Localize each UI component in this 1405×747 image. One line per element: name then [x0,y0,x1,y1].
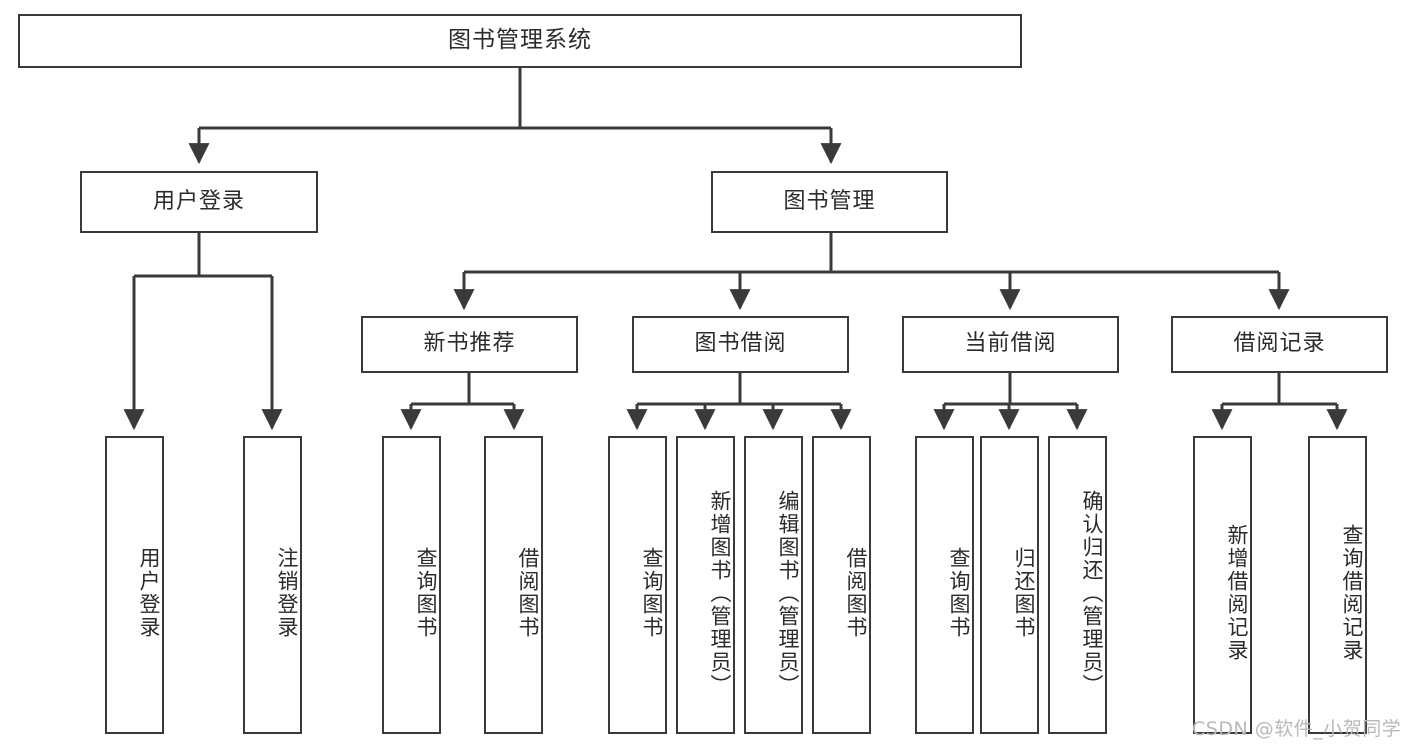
node-current-borrow[interactable]: 当前借阅 [902,316,1119,373]
leaf-query-borrow-record[interactable]: 查询借阅记录 [1308,436,1367,734]
node-book-management[interactable]: 图书管理 [711,171,948,233]
leaf-borrow-book-recommend-label: 借阅图书 [516,547,540,639]
node-book-borrow-label: 图书借阅 [694,331,787,357]
node-user-login-label: 用户登录 [152,188,245,214]
leaf-add-book-admin-label: 新增图书（管理员） [708,489,732,697]
leaf-confirm-return-admin-label: 确认归还（管理员） [1080,489,1104,697]
node-borrow-record[interactable]: 借阅记录 [1171,316,1388,373]
leaf-add-borrow-record-label: 新增借阅记录 [1225,524,1249,662]
node-root[interactable]: 图书管理系统 [18,14,1022,68]
node-new-book-recommend[interactable]: 新书推荐 [361,316,578,373]
leaf-query-borrow-record-label: 查询借阅记录 [1340,524,1364,662]
leaf-edit-book-admin[interactable]: 编辑图书（管理员） [744,436,803,734]
leaf-edit-book-admin-label: 编辑图书（管理员） [776,489,800,697]
leaf-return-book-label: 归还图书 [1012,547,1036,639]
leaf-borrow-book-recommend[interactable]: 借阅图书 [484,436,543,734]
node-book-management-label: 图书管理 [783,188,876,214]
leaf-logout[interactable]: 注销登录 [243,436,302,734]
leaf-query-book-recommend[interactable]: 查询图书 [382,436,441,734]
leaf-logout-label: 注销登录 [275,547,299,639]
leaf-query-book-current[interactable]: 查询图书 [915,436,974,734]
leaf-query-book-borrow[interactable]: 查询图书 [608,436,667,734]
leaf-query-book-borrow-label: 查询图书 [640,547,664,639]
leaf-query-book-recommend-label: 查询图书 [414,547,438,639]
node-book-borrow[interactable]: 图书借阅 [632,316,849,373]
leaf-user-login[interactable]: 用户登录 [105,436,164,734]
node-root-label: 图书管理系统 [448,27,592,54]
node-user-login[interactable]: 用户登录 [80,171,318,233]
leaf-borrow-book-label: 借阅图书 [844,547,868,639]
leaf-borrow-book[interactable]: 借阅图书 [812,436,871,734]
csdn-watermark: CSDN @软件_小贺同学 [1192,718,1402,740]
leaf-user-login-label: 用户登录 [137,547,161,639]
leaf-return-book[interactable]: 归还图书 [980,436,1039,734]
node-new-book-recommend-label: 新书推荐 [423,331,516,357]
leaf-add-book-admin[interactable]: 新增图书（管理员） [676,436,735,734]
leaf-confirm-return-admin[interactable]: 确认归还（管理员） [1048,436,1107,734]
node-borrow-record-label: 借阅记录 [1233,331,1326,357]
leaf-add-borrow-record[interactable]: 新增借阅记录 [1193,436,1252,734]
node-current-borrow-label: 当前借阅 [964,331,1057,357]
leaf-query-book-current-label: 查询图书 [947,547,971,639]
